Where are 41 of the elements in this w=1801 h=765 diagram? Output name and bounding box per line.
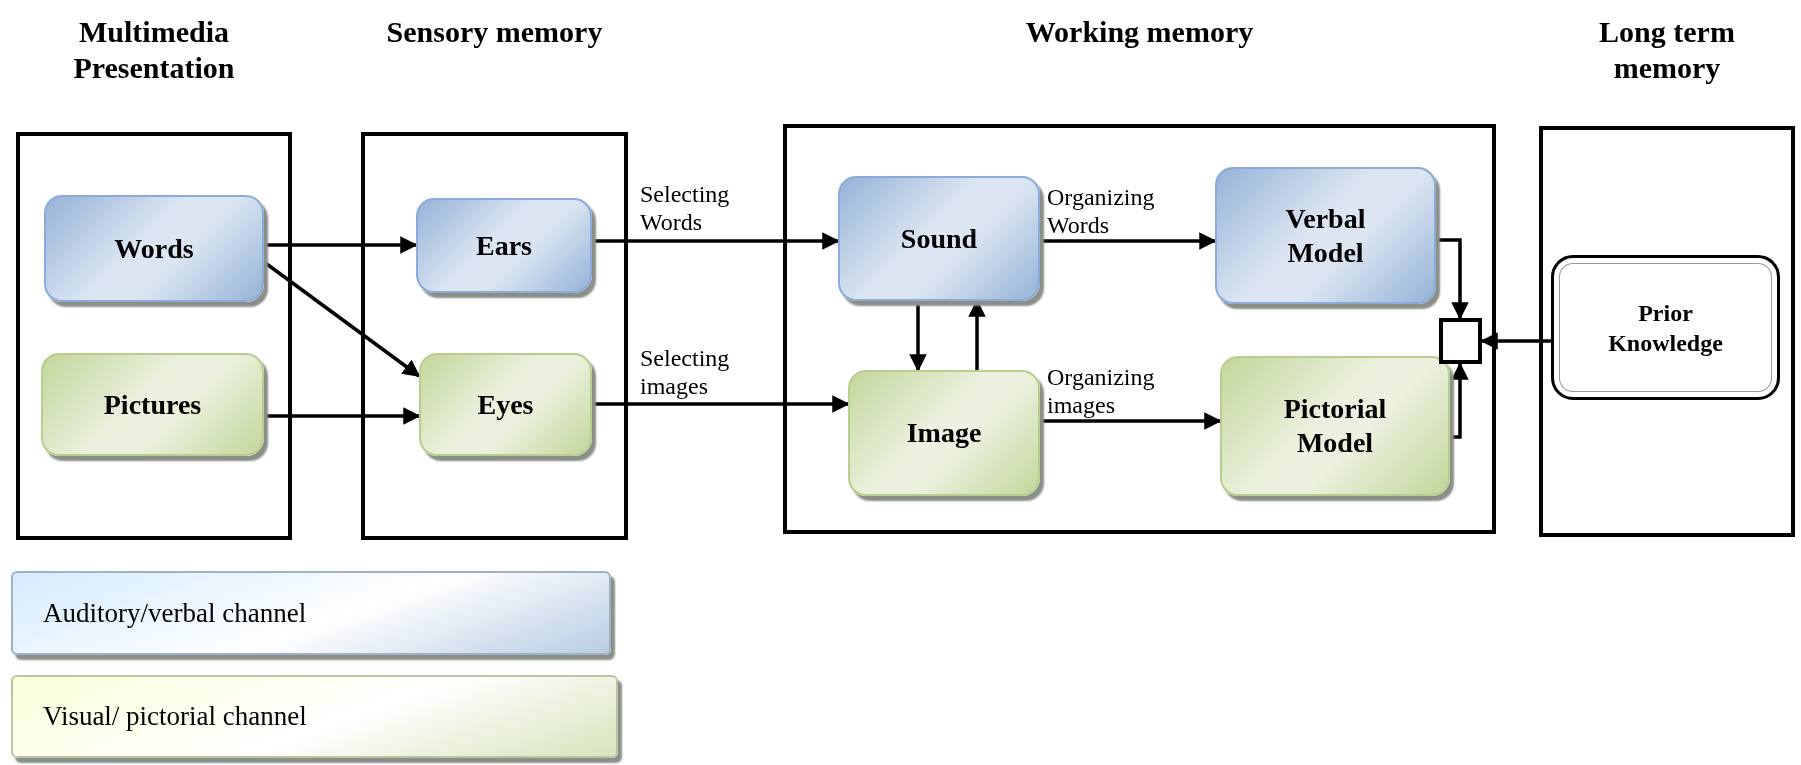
arrow [1040,232,1217,250]
box-label: Sound [900,221,978,256]
legend-text: Visual/ pictorial channel [43,701,307,732]
stage-heading: Working memory [1024,14,1255,50]
arrow [592,395,850,413]
arrow [909,301,927,372]
box-label: Verbal Model [1284,201,1367,270]
process-box [1215,167,1436,304]
box-label: Words [114,231,194,266]
knowledge-box [1551,255,1780,400]
arrow [262,260,421,378]
integration-box [1439,318,1482,364]
process-box [41,353,264,456]
arrow [264,236,418,254]
box-label: Eyes [477,387,534,422]
box-label: Image [906,416,982,450]
process-box [416,198,592,293]
arrow [1480,332,1551,350]
box-label: Prior Knowledge [1607,298,1724,358]
legend-text: Auditory/verbal channel [43,597,307,629]
stage-heading: Sensory memory [385,14,604,50]
process-box [838,176,1040,301]
process-box [44,195,264,302]
process-box [848,370,1040,496]
edge-label: Selecting images [640,344,730,400]
arrow [968,299,986,370]
edge-label: Organizing Words [1047,183,1155,239]
box-label: Pictures [103,387,202,422]
box-label: Ears [476,228,532,263]
process-box [419,353,592,456]
stage-heading: Long term memory [1598,14,1736,86]
arrow [264,407,421,425]
stage-heading: Multimedia Presentation [72,14,236,86]
arrow [1040,412,1222,430]
edge-label: Organizing images [1047,363,1155,419]
arrow [1450,362,1469,439]
edge-label: Selecting Words [640,180,730,236]
box-label: Pictorial Model [1282,392,1388,460]
arrow [1436,238,1469,320]
process-box [1220,356,1450,496]
arrow [592,232,840,250]
